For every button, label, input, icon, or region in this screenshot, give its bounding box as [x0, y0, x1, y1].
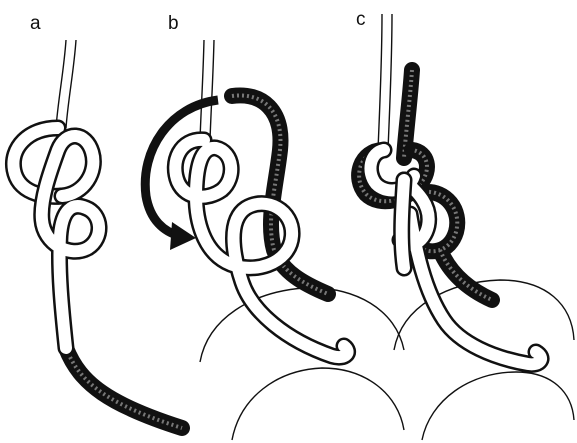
- panel-a-figure-eight: [13, 128, 99, 348]
- panel-b-object-outline: [200, 288, 404, 440]
- panel-a-label: a: [30, 13, 41, 34]
- panel-c-white-strand: [370, 150, 541, 364]
- panel-c-standing-part: [378, 14, 392, 150]
- panel-b-figure-eight: [175, 140, 347, 357]
- panel-b: b: [145, 13, 404, 440]
- panel-c-label: c: [356, 9, 366, 30]
- panel-c: c: [356, 9, 574, 440]
- panel-b-standing-part: [200, 40, 214, 140]
- panel-a-standing-part: [56, 40, 76, 128]
- panel-a-dark-tail: [66, 348, 182, 428]
- panel-b-label: b: [168, 13, 179, 34]
